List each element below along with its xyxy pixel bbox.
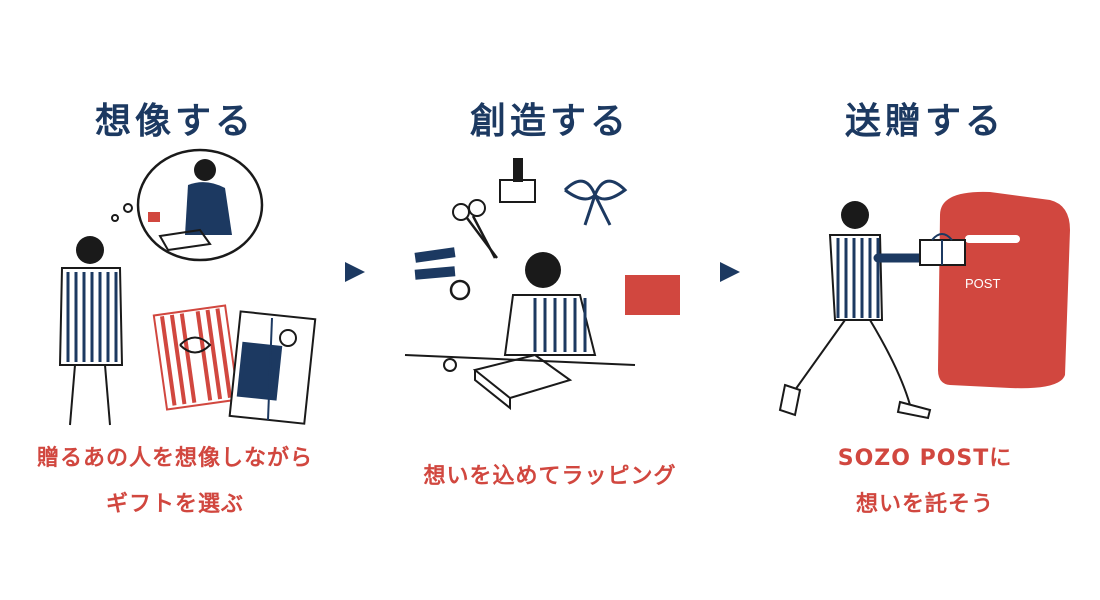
step-title: 創造する: [469, 100, 630, 142]
step-caption-line-1: SOZO POSTに: [837, 446, 1013, 471]
postbox-label: POST: [965, 276, 1000, 291]
play-triangle-icon: [345, 262, 365, 282]
step-send: 送贈する POST: [760, 0, 1090, 600]
imagining-gift-illustration: [58, 148, 317, 426]
posting-gift-illustration: POST: [778, 191, 1070, 420]
play-triangle-icon: [720, 262, 740, 282]
step-caption-line-1: 想いを込めてラッピング: [423, 464, 677, 489]
step-caption-line-1: 贈るあの人を想像しながら: [36, 446, 313, 471]
step-caption-line-2: 想いを託そう: [855, 492, 994, 517]
wrapping-gift-illustration: [404, 158, 680, 411]
step-caption-line-2: ギフトを選ぶ: [105, 492, 244, 517]
step-title: 想像する: [94, 100, 255, 142]
step-imagine: 想像する: [10, 0, 340, 600]
step-title: 送贈する: [844, 100, 1005, 142]
step-create: 創造する: [385, 0, 715, 600]
